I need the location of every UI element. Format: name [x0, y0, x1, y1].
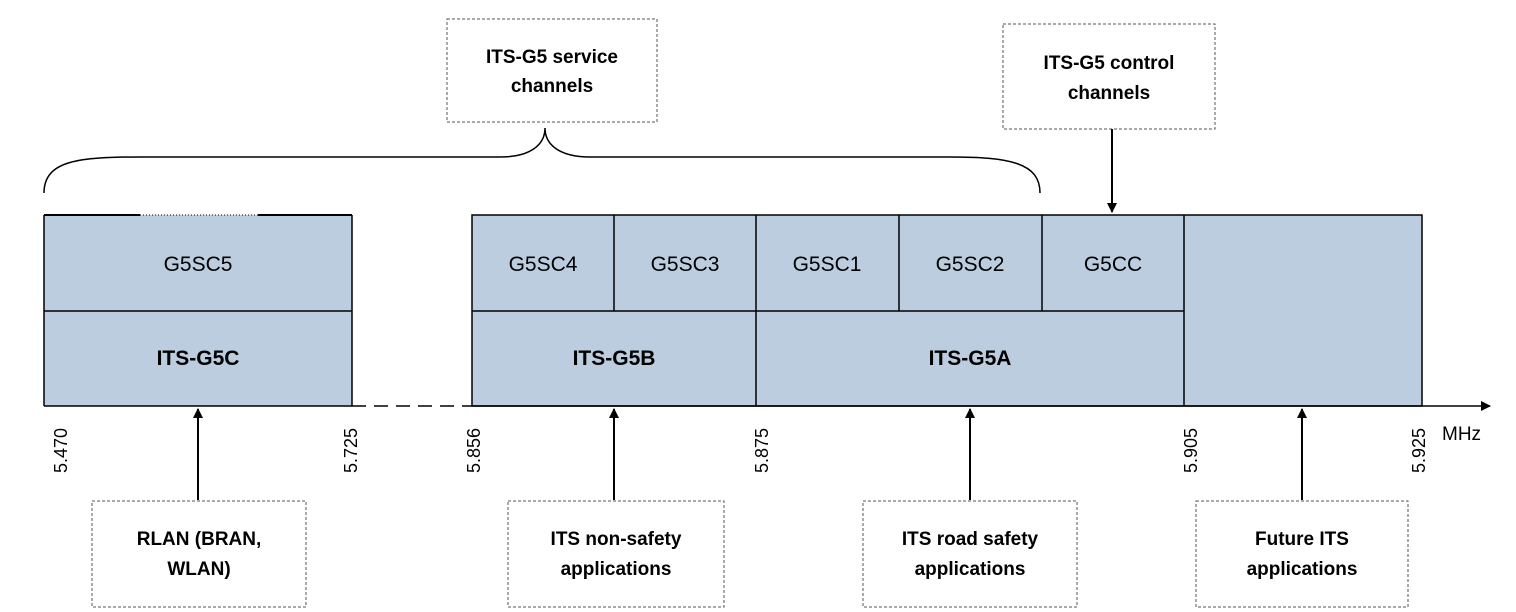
callout-future: Future ITS applications: [1195, 408, 1409, 608]
its-g5b-label: ITS-G5B: [573, 347, 656, 370]
axis-unit: MHz: [1442, 424, 1481, 445]
callout-service-line-1: ITS-G5 service: [486, 47, 618, 68]
band-block-main: G5SC4 G5SC3 G5SC1 G5SC2 G5CC ITS-G5B ITS…: [471, 214, 1423, 407]
callout-non-safety: ITS non-safety applications: [507, 408, 725, 608]
callout-road-safety-line-2: applications: [915, 559, 1026, 580]
g5sc2-label: G5SC2: [936, 253, 1005, 276]
service-channels-brace: [43, 127, 1041, 194]
g5sc3-label: G5SC3: [651, 253, 720, 276]
callout-service-line-2: channels: [511, 76, 593, 97]
its-g5c-label: ITS-G5C: [157, 347, 240, 370]
g5sc5-cell: [44, 215, 352, 311]
callout-rlan-line-1: RLAN (BRAN,: [137, 529, 262, 550]
tick-5856: 5.856: [464, 428, 484, 473]
tick-5905: 5.905: [1181, 428, 1201, 473]
callout-future-line-1: Future ITS: [1255, 529, 1349, 550]
callout-non-safety-line-2: applications: [561, 559, 672, 580]
frequency-axis: MHz 5.470 5.725 5.856 5.875 5.905 5.925: [44, 401, 1491, 473]
tick-5875: 5.875: [752, 428, 772, 473]
band-block-g5c: G5SC5 ITS-G5C: [43, 214, 353, 406]
g5sc1-label: G5SC1: [793, 253, 862, 276]
tick-5725: 5.725: [341, 428, 361, 473]
g5sc4-label: G5SC4: [509, 253, 578, 276]
callout-road-safety: ITS road safety applications: [862, 408, 1078, 608]
g5sc5-label: G5SC5: [164, 253, 233, 276]
g5cc-label: G5CC: [1084, 253, 1142, 276]
callout-rlan-line-2: WLAN): [167, 559, 230, 580]
tick-5925: 5.925: [1409, 428, 1429, 473]
its-g5c-cell: [44, 311, 352, 406]
callout-control-line-2: channels: [1068, 83, 1150, 104]
its-g5a-label: ITS-G5A: [929, 347, 1012, 370]
callout-road-safety-line-1: ITS road safety: [902, 529, 1039, 550]
callout-rlan: RLAN (BRAN, WLAN): [91, 408, 307, 608]
callout-control-channels: ITS-G5 control channels: [1002, 23, 1216, 213]
callout-control-line-1: ITS-G5 control: [1044, 53, 1175, 74]
callout-service-channels: ITS-G5 service channels: [446, 18, 658, 123]
callout-future-line-2: applications: [1247, 559, 1358, 580]
tick-5470: 5.470: [51, 428, 71, 473]
callout-non-safety-line-1: ITS non-safety: [551, 529, 682, 550]
